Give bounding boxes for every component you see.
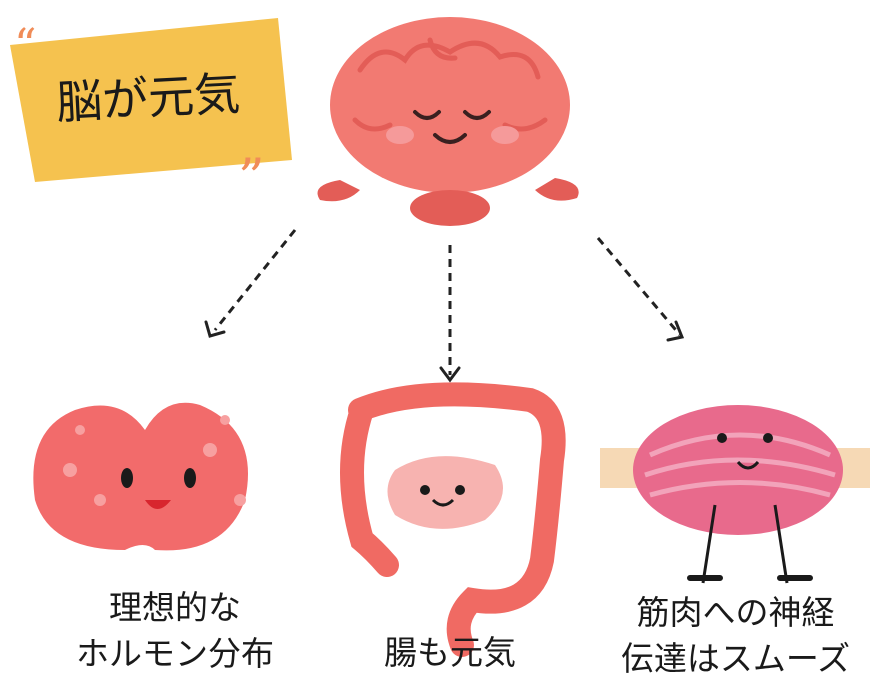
- thyroid-caption-line-2: ホルモン分布: [76, 634, 274, 673]
- thyroid-body: [33, 402, 248, 551]
- brain-arms: [317, 178, 579, 202]
- gut-caption-line-1: 腸も元気: [384, 633, 516, 672]
- brain-body: [330, 17, 570, 193]
- brain-character: [317, 17, 579, 226]
- gut-small-intestine: [387, 456, 503, 529]
- muscle-character: [600, 405, 870, 584]
- arrow-to-thyroid: [213, 229, 297, 331]
- muscle-body: [633, 405, 843, 535]
- title-card: “ ”: [10, 18, 292, 209]
- arrow-to-muscle: [596, 237, 682, 336]
- brain-legs: [410, 190, 490, 226]
- title-card-background: [10, 18, 292, 182]
- gut-smile: [431, 498, 455, 507]
- thyroid-caption: 理想的な ホルモン分布: [55, 585, 295, 677]
- brain-smile: [433, 133, 467, 144]
- muscle-caption-line-2: 伝達はスムーズ: [620, 639, 851, 678]
- thyroid-mouth: [145, 500, 171, 509]
- muscle-legs: [701, 504, 789, 584]
- quote-close-icon: ”: [238, 149, 265, 209]
- gut-large-intestine: [348, 382, 566, 657]
- gut-eye: [420, 485, 430, 495]
- muscle-eye: [717, 433, 727, 443]
- arrows: [213, 229, 682, 375]
- thyroid-eye: [121, 468, 133, 488]
- quote-open-icon: “: [14, 20, 37, 71]
- muscle-caption-line-1: 筋肉への神経: [636, 593, 835, 632]
- title-card-text: 脳が元気: [54, 66, 242, 130]
- thyroid-character: [33, 402, 248, 551]
- gut-character: [340, 382, 566, 657]
- thyroid-caption-line-1: 理想的な: [109, 588, 241, 627]
- brain-eyes: [413, 110, 491, 120]
- gut-caption: 腸も元気: [350, 630, 550, 676]
- muscle-caption: 筋肉への神経 伝達はスムーズ: [598, 590, 873, 682]
